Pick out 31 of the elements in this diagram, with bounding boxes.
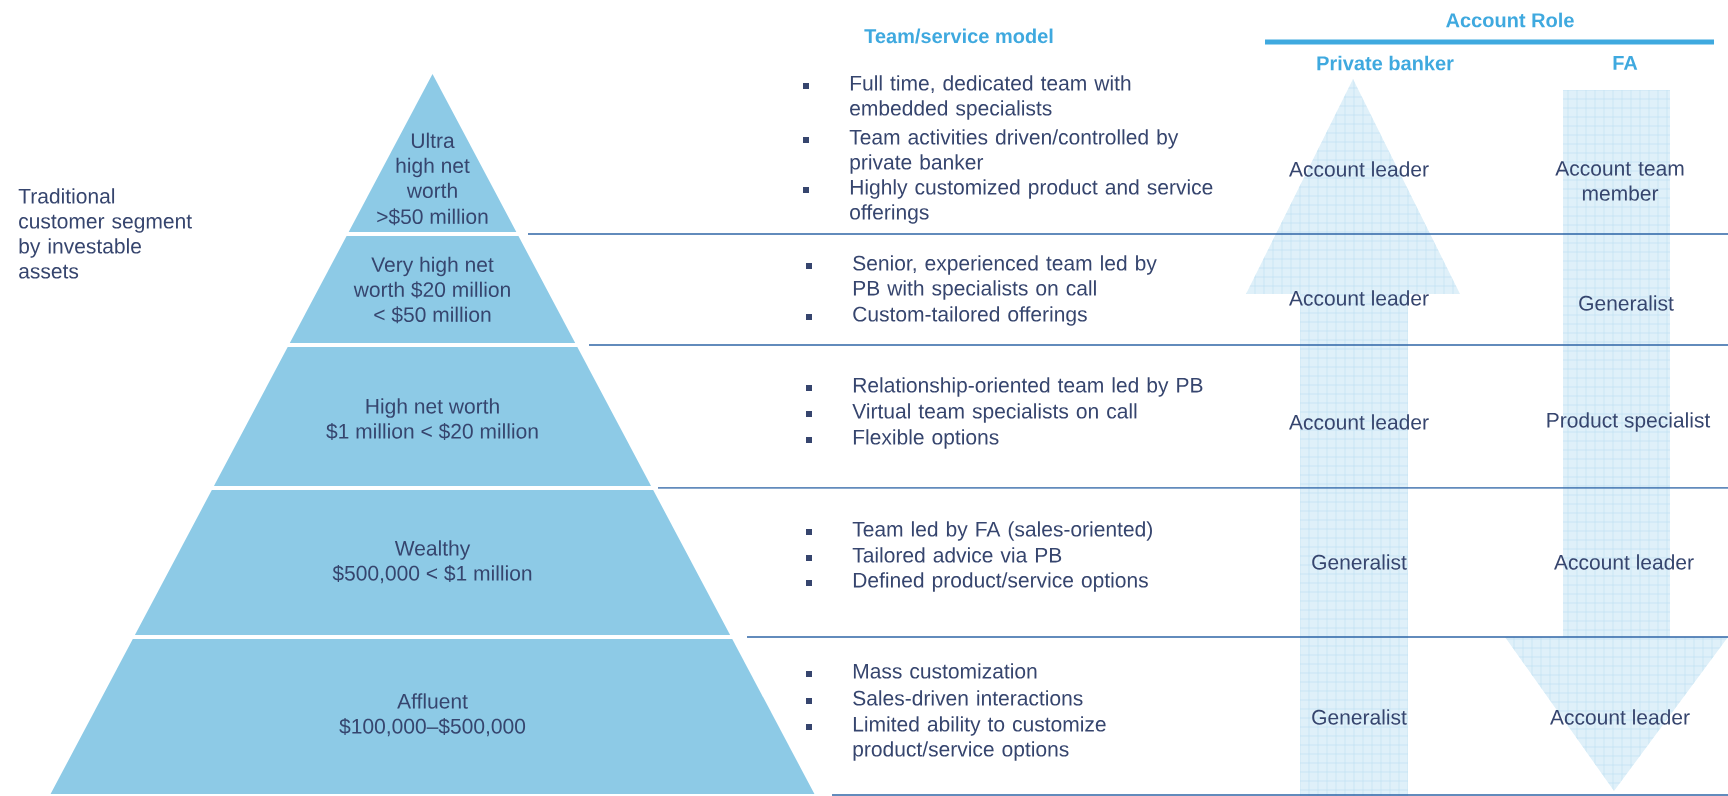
column-header: Account Role (1446, 12, 1574, 28)
column-header: FA (1613, 56, 1638, 70)
bullet-item: Custom-tailored offerings (806, 306, 1087, 326)
bullet-item: Relationship-oriented team led by PB (806, 377, 1203, 397)
pyramid-band: Very high net worth $20 million < $50 million (289, 236, 576, 343)
role-label: Account leader (1550, 709, 1690, 725)
role-label: Account leader (1289, 290, 1429, 306)
role-label: Account leader (1289, 161, 1429, 177)
pyramid-band: Ultra high net worth >$50 million (348, 74, 517, 232)
role-label: Account leader (1554, 554, 1694, 570)
role-label: Product specialist (1547, 412, 1711, 432)
bullet-item: Senior, experienced team led by PB with specialists on call (806, 255, 1157, 300)
role-label: Account team member (1555, 161, 1684, 201)
bullet-item: Highly customized product and service offerings (803, 179, 1213, 224)
role-label: Account leader (1289, 414, 1429, 430)
bullet-item: Team activities driven/controlled by private banker (803, 129, 1179, 174)
role-label: Generalist (1579, 295, 1674, 311)
role-label: Generalist (1312, 554, 1407, 570)
bullet-item: Defined product/service options (806, 572, 1148, 592)
bullet-item: Team led by FA (sales-oriented) (806, 521, 1152, 541)
bullet-item: Full time, dedicated team with embedded specialists (803, 75, 1131, 120)
bullet-item: Virtual team specialists on call (806, 403, 1137, 423)
side-label: Traditional customer segment by investable assets (18, 188, 192, 279)
pyramid-band: High net worth $1 million < $20 million (213, 347, 652, 486)
pyramid-band: Affluent $100,000–$500,000 (50, 639, 815, 794)
pyramid-band: Wealthy $500,000 < $1 million (134, 490, 731, 635)
bullet-item: Tailored advice via PB (806, 547, 1062, 563)
bullet-item: Flexible options (806, 429, 999, 449)
column-header: Private banker (1317, 55, 1454, 71)
role-label: Generalist (1312, 709, 1407, 725)
column-header: Team/service model (864, 28, 1053, 44)
